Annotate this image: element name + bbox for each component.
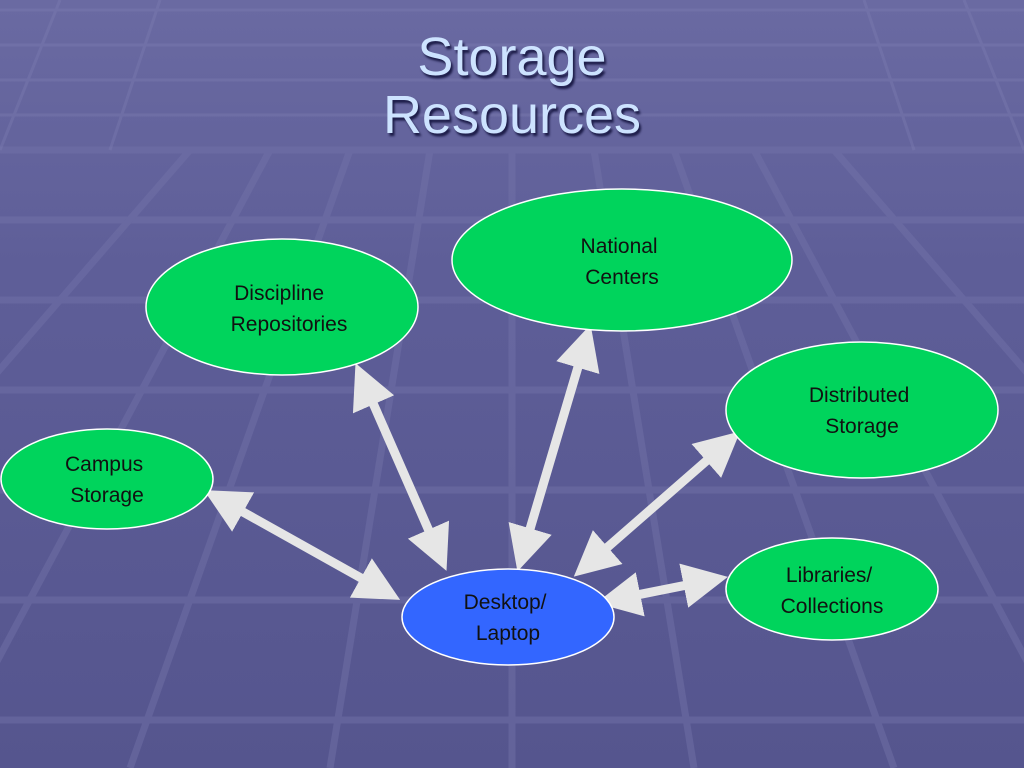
arrow-desktop-national — [508, 324, 600, 572]
node-campus-storage: Campus Storage — [0, 428, 214, 530]
node-desktop-laptop-shape — [401, 568, 615, 666]
libraries-collections-line-1: Libraries/ — [786, 564, 873, 587]
node-desktop-laptop-label: Desktop/ Laptop — [464, 591, 553, 645]
desktop-laptop-line-1: Desktop/ — [464, 591, 547, 614]
discipline-repositories-line-1: Discipline — [234, 282, 324, 305]
campus-storage-line-2: Storage — [70, 484, 144, 507]
national-centers-line-1: National — [581, 235, 658, 258]
campus-storage-line-1: Campus — [65, 453, 143, 476]
node-national-centers-shape — [451, 188, 793, 332]
node-distributed-storage-label: Distributed Storage — [809, 384, 915, 438]
node-libraries-collections: Libraries/ Collections — [725, 537, 939, 641]
arrow-desktop-campus — [203, 490, 401, 600]
node-national-centers: National Centers — [451, 188, 793, 332]
discipline-repositories-line-2: Repositories — [231, 313, 348, 336]
node-distributed-storage-shape — [725, 341, 999, 479]
arrow-desktop-discipline — [352, 363, 450, 571]
node-distributed-storage: Distributed Storage — [725, 341, 999, 479]
node-libraries-collections-label: Libraries/ Collections — [781, 564, 884, 618]
distributed-storage-line-1: Distributed — [809, 384, 909, 407]
arrow-desktop-distributed — [573, 431, 741, 577]
title-line-2: Resources — [382, 85, 642, 145]
node-discipline-repositories: Discipline Repositories — [145, 238, 419, 376]
slide-title: Storage Resources — [262, 28, 762, 144]
title-line-1: Storage — [417, 27, 607, 87]
arrow-desktop-libraries — [596, 563, 728, 617]
desktop-laptop-line-2: Laptop — [476, 622, 540, 645]
distributed-storage-line-2: Storage — [825, 415, 899, 438]
node-libraries-collections-shape — [725, 537, 939, 641]
node-campus-storage-label: Campus Storage — [65, 453, 149, 507]
node-desktop-laptop: Desktop/ Laptop — [401, 568, 615, 666]
node-campus-storage-shape — [0, 428, 214, 530]
node-discipline-repositories-label: Discipline Repositories — [231, 282, 348, 336]
libraries-collections-line-2: Collections — [781, 595, 884, 618]
node-national-centers-label: National Centers — [581, 235, 664, 289]
national-centers-line-2: Centers — [585, 266, 659, 289]
node-discipline-repositories-shape — [145, 238, 419, 376]
